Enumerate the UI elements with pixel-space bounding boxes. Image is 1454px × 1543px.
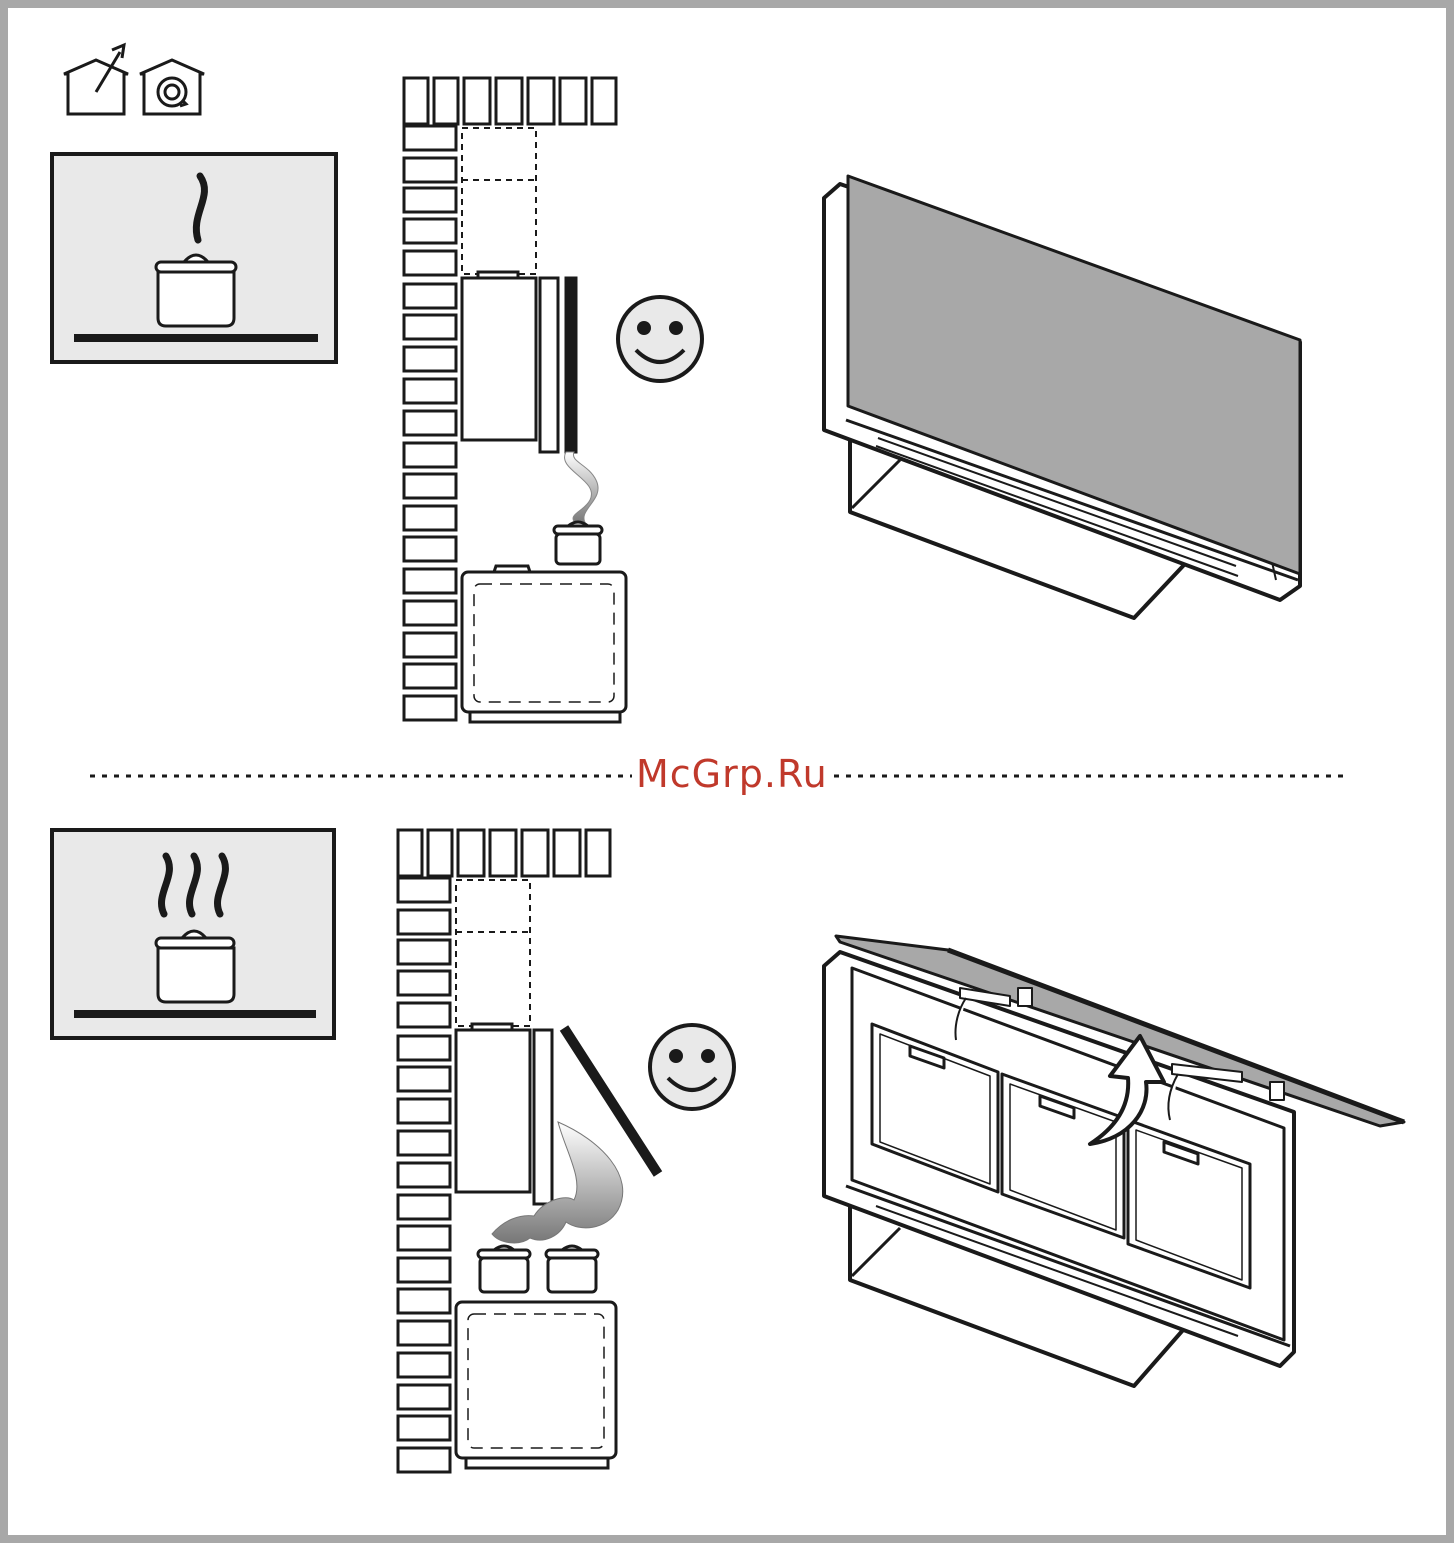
house-with-outlet-arrow-icon xyxy=(64,45,128,114)
chimney-dashed-bottom xyxy=(456,880,530,1026)
steam-plume-top xyxy=(565,452,599,524)
pots-on-stove-bottom xyxy=(478,1246,598,1292)
smiley-face-icon xyxy=(618,297,702,381)
single-steam-pot-icon xyxy=(156,255,236,326)
cooktop-line xyxy=(74,1010,316,1018)
stove-top xyxy=(462,566,626,722)
high-steam-panel xyxy=(52,830,334,1038)
hood-perspective-closed xyxy=(824,176,1300,618)
cooktop-line xyxy=(74,334,318,342)
triple-steam-pot-icon xyxy=(156,931,234,1002)
pot-on-stove-top xyxy=(554,522,602,564)
house-with-circulating-air-icon xyxy=(140,60,204,114)
hood-perspective-open xyxy=(824,936,1404,1386)
low-steam-panel xyxy=(52,154,336,362)
hood-side-top xyxy=(462,272,576,452)
smiley-face-icon xyxy=(650,1025,734,1109)
watermark-text: McGrp.Ru xyxy=(632,750,832,798)
stove-bottom xyxy=(456,1302,616,1468)
hood-side-bottom xyxy=(456,1024,552,1204)
chimney-dashed-top xyxy=(462,128,536,274)
